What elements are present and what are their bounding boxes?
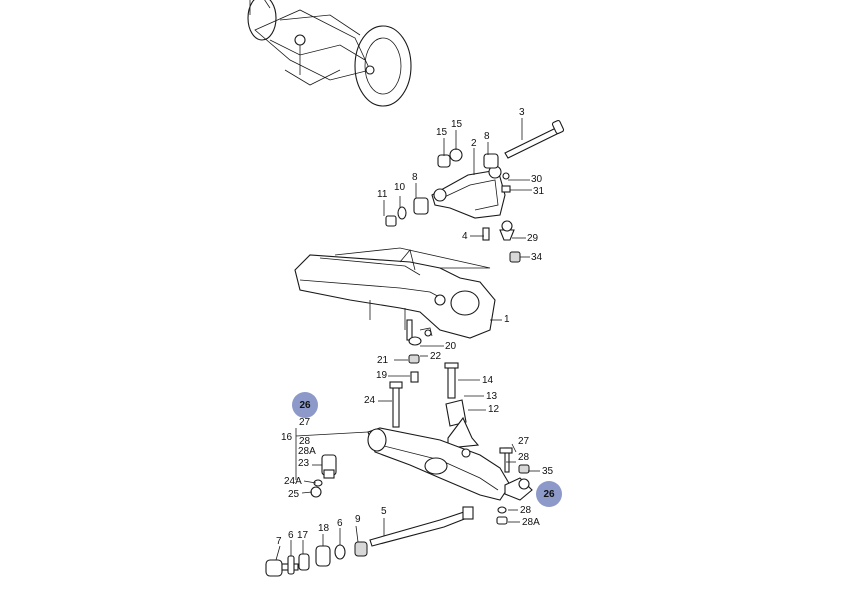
label-part-28A-left: 28A [298, 446, 316, 457]
label-part-9: 9 [355, 514, 361, 525]
label-part-21: 21 [377, 355, 389, 366]
label-part-3: 3 [519, 107, 525, 118]
crossmember [294, 247, 496, 339]
label-part-8-lower: 8 [412, 172, 418, 183]
mounting-hardware [389, 319, 480, 449]
label-part-10: 10 [394, 182, 406, 193]
label-part-13: 13 [486, 391, 498, 402]
label-part-20: 20 [445, 341, 457, 352]
label-part-15-left: 15 [436, 127, 448, 138]
label-part-28-left: 28 [299, 436, 311, 447]
upper-control-arm [431, 165, 506, 219]
label-part-1: 1 [504, 314, 510, 325]
ball-joint [496, 447, 533, 525]
label-part-22: 22 [430, 351, 442, 362]
label-part-30: 30 [531, 174, 543, 185]
label-part-28A-right: 28A [522, 517, 540, 528]
label-part-7: 7 [276, 536, 282, 547]
label-part-35: 35 [542, 466, 554, 477]
label-part-25: 25 [288, 489, 300, 500]
label-part-6-left: 6 [288, 530, 294, 541]
label-part-6-right: 6 [337, 518, 343, 529]
label-part-27-left: 27 [299, 417, 311, 428]
label-part-28-right-upper: 28 [518, 452, 530, 463]
label-part-31: 31 [533, 186, 545, 197]
label-part-34: 34 [531, 252, 543, 263]
label-part-16: 16 [281, 432, 293, 443]
lower-control-arm [367, 427, 511, 501]
label-part-28-right-lower: 28 [520, 505, 532, 516]
label-part-19: 19 [376, 370, 388, 381]
upper-bushings [385, 119, 565, 263]
label-part-2: 2 [471, 138, 477, 149]
label-part-24: 24 [364, 395, 376, 406]
label-part-18: 18 [318, 523, 330, 534]
label-part-23: 23 [298, 458, 310, 469]
label-part-15-right: 15 [451, 119, 463, 130]
lower-arm-bushing [310, 454, 337, 498]
vehicle-overview-thumbnail [247, 0, 412, 107]
label-part-4: 4 [462, 231, 468, 242]
label-part-5: 5 [381, 506, 387, 517]
label-part-11: 11 [377, 189, 388, 200]
highlight-part-26-right[interactable]: 26 [536, 481, 562, 507]
highlight-part-26-left[interactable]: 26 [292, 392, 318, 418]
label-part-17: 17 [297, 530, 309, 541]
label-part-8-upper: 8 [484, 131, 490, 142]
tension-strut [369, 506, 474, 547]
label-part-27-right: 27 [518, 436, 530, 447]
label-part-14: 14 [482, 375, 494, 386]
label-part-29: 29 [527, 233, 539, 244]
label-part-12: 12 [488, 404, 500, 415]
label-part-24A: 24A [284, 476, 302, 487]
strut-bushing-stack [265, 541, 368, 577]
leader-lines [275, 118, 540, 561]
